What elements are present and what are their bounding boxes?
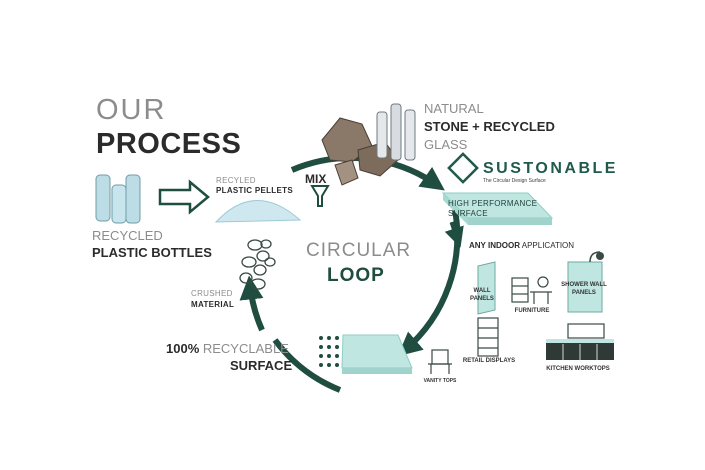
brand-logo-icon [447,152,479,184]
recyclable-label-2: SURFACE [230,358,293,373]
recyclable-bold: 100% [166,341,200,356]
furniture-label: FURNITURE [514,308,550,314]
vanity-tops-icon [428,349,452,374]
title-process: PROCESS [96,128,242,160]
brand-tagline: The Circular Design Surface [483,178,546,184]
vanity-label: VANITY TOPS [423,378,457,384]
wall-panels-icon [477,261,496,315]
kitchen-worktops-icon [546,323,614,360]
wall-panels-label-1: WALL [473,288,491,294]
indoor-rest: APPLICATION [519,241,575,250]
shower-label-2: PANELS [572,290,596,296]
loop-arrow-bottom [272,338,342,393]
bottles-label-1: RECYCLED [92,228,163,243]
shower-label-1: SHOWER WALL [561,282,607,288]
title-our: OUR [96,94,167,126]
surface-label-1: HIGH PERFORMANCE [448,199,538,208]
natural-label-2: STONE + RECYCLED [424,119,555,134]
retail-label: RETAIL DISPLAYS [462,358,516,364]
pellets-label-2: PLASTIC PELLETS [216,186,293,195]
crushed-material-icon [239,239,276,290]
surface-label-2: SURFACE [448,209,488,218]
furniture-icon [511,276,552,304]
shower-panels-icon [567,251,604,313]
brand-name: SUSTONABLE [483,160,618,177]
crushed-label-2: MATERIAL [191,300,235,309]
retail-displays-icon [477,317,499,357]
indoor-application-label: ANY INDOOR APPLICATION [469,241,574,250]
indoor-arrow [444,221,464,248]
wall-panels-label-2: PANELS [470,296,494,302]
recyclable-label-1: 100% RECYCLABLE [166,341,289,356]
recyclable-light: RECYCLABLE [199,341,289,356]
mix-label: MIX [305,172,327,186]
funnel-icon [310,185,330,207]
pellets-label-1: RECYLED [216,176,256,185]
indoor-bold: ANY INDOOR [469,241,520,250]
plastic-bottles-icon [95,174,141,224]
granule-dots [319,336,339,367]
kitchen-label: KITCHEN WORKTOPS [546,366,610,372]
pellet-pile-icon [214,200,302,223]
stones-glass-icon [321,103,416,186]
natural-label-1: NATURAL [424,101,484,116]
bottles-to-pellets-arrow [158,179,210,215]
bottles-label-2: PLASTIC BOTTLES [92,245,212,260]
loop-label: LOOP [327,265,385,286]
circular-label: CIRCULAR [306,240,412,261]
loop-arrow-left [239,275,265,332]
crushed-label-1: CRUSHED [191,289,233,298]
natural-label-3: GLASS [424,137,468,152]
